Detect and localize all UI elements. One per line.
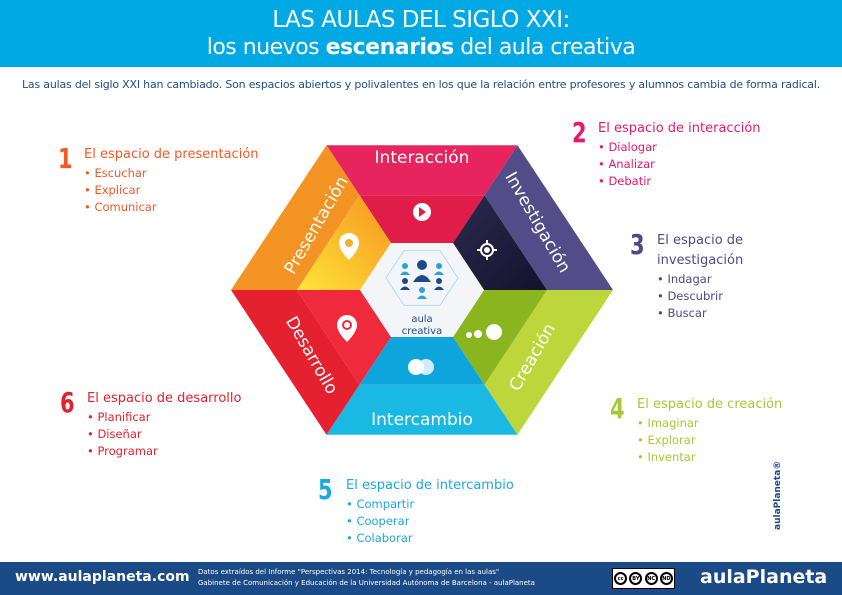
list-item: • Programar	[87, 444, 158, 458]
list-item: • Indagar	[657, 272, 712, 286]
section-desarrollo: 6 El espacio de desarrollo • Planificar •…	[60, 389, 241, 460]
section-number: 6	[60, 386, 75, 419]
list-item: • Escuchar	[84, 166, 147, 180]
intro-text: Las aulas del siglo XXI han cambiado. So…	[21, 78, 820, 91]
refresh-pin-icon	[337, 315, 357, 342]
list-item: • Dialogar	[598, 140, 657, 154]
segment-inner-creacion	[453, 290, 547, 385]
label-interaccion: Interacción	[375, 148, 470, 168]
section-number: 1	[58, 142, 73, 175]
list-item: • Colaborar	[346, 531, 413, 545]
center-label-line1: aula	[411, 314, 432, 325]
title-line2: los nuevos escenarios del aula creativa	[206, 35, 636, 60]
list-item: • Imaginar	[637, 416, 699, 430]
section-title: El espacio de presentación	[84, 147, 259, 162]
list-item: • Explicar	[84, 183, 141, 197]
section-title: El espacio de desarrollo	[87, 391, 242, 406]
section-creacion: 4 El espacio de creación • Imaginar • Exp…	[610, 395, 782, 466]
section-intercambio: 5 El espacio de intercambio • Compartir •…	[318, 476, 514, 547]
list-item: • Cooperar	[346, 514, 410, 528]
overlap-circles-icon	[408, 359, 434, 375]
bubbles-icon	[466, 324, 502, 340]
section-number: 5	[318, 473, 333, 506]
label-intercambio: Intercambio	[371, 410, 473, 430]
segment-inner-investigacion	[453, 195, 547, 290]
list-item: • Inventar	[637, 450, 696, 464]
play-icon	[413, 203, 431, 221]
list-item: • Diseñar	[87, 427, 142, 441]
location-pin-icon	[339, 233, 359, 260]
segment-outer-intercambio	[326, 384, 518, 435]
section-number: 3	[630, 228, 645, 261]
segment-outer-investigacion	[484, 145, 613, 290]
segment-outer-presentacion	[231, 145, 360, 290]
list-item: • Compartir	[346, 497, 415, 511]
section-title: El espacio de interacción	[598, 121, 761, 136]
list-item: • Debatir	[598, 174, 652, 188]
center-hexagon-outline	[385, 250, 459, 306]
section-number: 2	[572, 116, 587, 149]
brand-logo: aulaPlaneta	[700, 566, 828, 588]
website-link[interactable]: www.aulaplaneta.com	[15, 569, 190, 585]
segment-outer-interaccion	[326, 145, 518, 196]
section-presentacion: 1 El espacio de presentación • Escuchar •…	[58, 145, 259, 216]
list-item: • Comunicar	[84, 200, 157, 214]
list-item: • Descubrir	[657, 289, 723, 303]
header-banner: LAS AULAS DEL SIGLO XXI: los nuevos esce…	[0, 0, 842, 67]
target-icon	[477, 240, 497, 260]
segment-outer-creacion	[484, 290, 613, 435]
section-number: 4	[610, 392, 625, 425]
list-item: • Analizar	[598, 157, 655, 171]
center-label-line2: creativa	[402, 326, 442, 337]
title-line1: LAS AULAS DEL SIGLO XXI:	[272, 7, 570, 33]
people-icon	[400, 260, 444, 299]
section-investigacion: 3 El espacio de investigación • Indagar •…	[630, 231, 767, 322]
section-title: El espacio de intercambio	[346, 478, 514, 493]
section-title: El espacio de investigación	[657, 233, 744, 268]
list-item: • Explorar	[637, 433, 696, 447]
list-item: • Planificar	[87, 410, 151, 424]
list-item: • Buscar	[657, 306, 707, 320]
section-interaccion: 2 El espacio de interacción • Dialogar • …	[572, 119, 761, 190]
footer: www.aulaplaneta.com Datos extraídos del …	[0, 562, 842, 595]
segment-outer-desarrollo	[231, 290, 360, 435]
section-title: El espacio de creación	[637, 397, 783, 412]
source-credits: Datos extraídos del Informe "Perspectiva…	[198, 568, 535, 587]
aulaplaneta-vertical-logo: aulaPlaneta®	[773, 460, 783, 530]
